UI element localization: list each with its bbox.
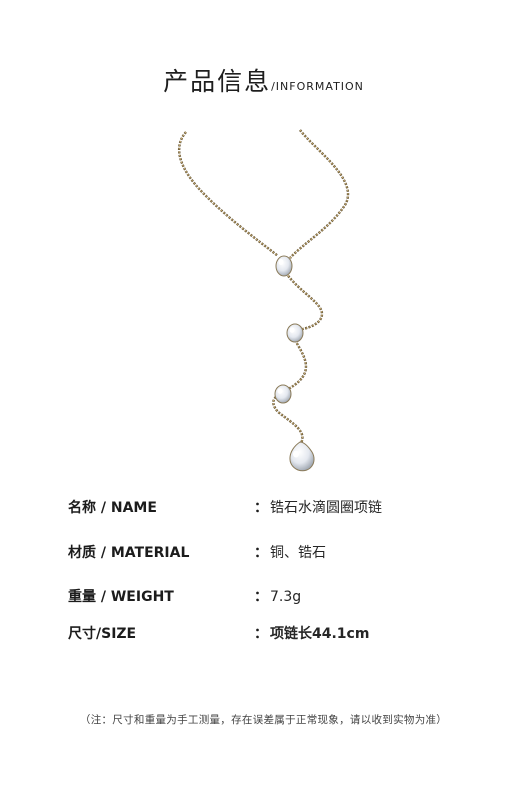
spec-value: 项链长44.1cm (270, 626, 370, 642)
section-subtitle: /INFORMATION (271, 80, 364, 93)
spec-value: 锆石水滴圆圈项链 (270, 500, 382, 516)
stone-4-drop (289, 441, 315, 472)
spec-colon: ： (254, 545, 268, 561)
spec-colon: ： (254, 589, 268, 605)
section-header: 产品信息/INFORMATION (0, 62, 527, 98)
spec-label: 重量 / WEIGHT (68, 589, 174, 605)
necklace-product-image (177, 129, 349, 472)
chain-right-strand (289, 129, 349, 259)
spec-label: 材质 / MATERIAL (68, 545, 190, 561)
chain-drop (272, 269, 324, 446)
spec-label: 尺寸/SIZE (68, 626, 137, 642)
spec-value: 7.3g (270, 589, 302, 605)
section-title: 产品信息 (163, 67, 272, 96)
measurement-note: （注：尺寸和重量为手工测量，存在误差属于正常现象，请以收到实物为准） (79, 714, 448, 726)
chain-left-strand (177, 131, 279, 257)
spec-value: 铜、锆石 (270, 545, 326, 561)
spec-label: 名称 / NAME (68, 500, 157, 516)
spec-row-size: 尺寸/SIZE ： 项链长44.1cm (68, 622, 488, 646)
spec-row-name: 名称 / NAME ： 锆石水滴圆圈项链 (68, 496, 488, 520)
spec-row-weight: 重量 / WEIGHT ： 7.3g (68, 585, 488, 609)
spec-colon: ： (254, 626, 268, 642)
spec-row-material: 材质 / MATERIAL ： 铜、锆石 (68, 541, 488, 565)
stone-1 (275, 255, 293, 277)
stone-2 (286, 323, 304, 343)
spec-colon: ： (254, 500, 268, 516)
stone-3 (274, 384, 292, 404)
